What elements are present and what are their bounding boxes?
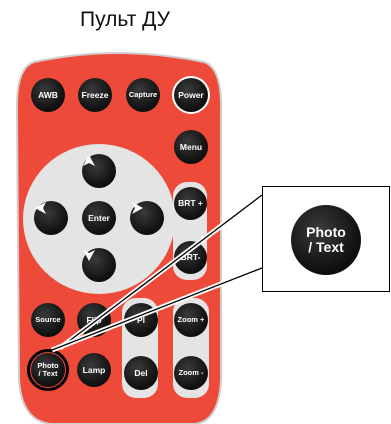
up-arrow-icon [83,155,95,166]
del-button[interactable]: Del [124,356,158,390]
brt-minus-button[interactable]: BRT- [174,241,207,274]
pl-button[interactable]: Pl [124,303,158,337]
photo-text-button[interactable]: Photo / Text [31,353,65,387]
menu-button[interactable]: Menu [174,130,208,164]
power-button[interactable]: Power [174,78,208,112]
capture-button[interactable]: Capture [126,78,160,112]
callout-box: Photo / Text [262,186,390,292]
brt-plus-button[interactable]: BRT + [174,187,207,220]
right-button[interactable] [130,201,164,235]
flip-button[interactable]: Flip [77,303,111,337]
lamp-button[interactable]: Lamp [77,353,111,387]
freeze-button[interactable]: Freeze [78,78,112,112]
down-arrow-icon [83,250,95,261]
source-button[interactable]: Source [31,303,65,337]
callout-photo-text-button: Photo / Text [291,205,361,275]
awb-button[interactable]: AWB [31,78,65,112]
remote-control: AWB Freeze Capture Power Menu Enter BRT … [14,50,224,424]
left-button[interactable] [34,201,68,235]
down-button[interactable] [82,248,116,282]
left-arrow-icon [35,202,46,214]
up-button[interactable] [82,154,116,188]
enter-button[interactable]: Enter [82,201,116,235]
photo-text-highlight [27,349,69,391]
zoom-plus-button[interactable]: Zoom + [174,303,208,337]
page-title: Пульт ДУ [80,8,170,31]
right-arrow-icon [132,202,143,214]
zoom-minus-button[interactable]: Zoom - [174,356,208,390]
